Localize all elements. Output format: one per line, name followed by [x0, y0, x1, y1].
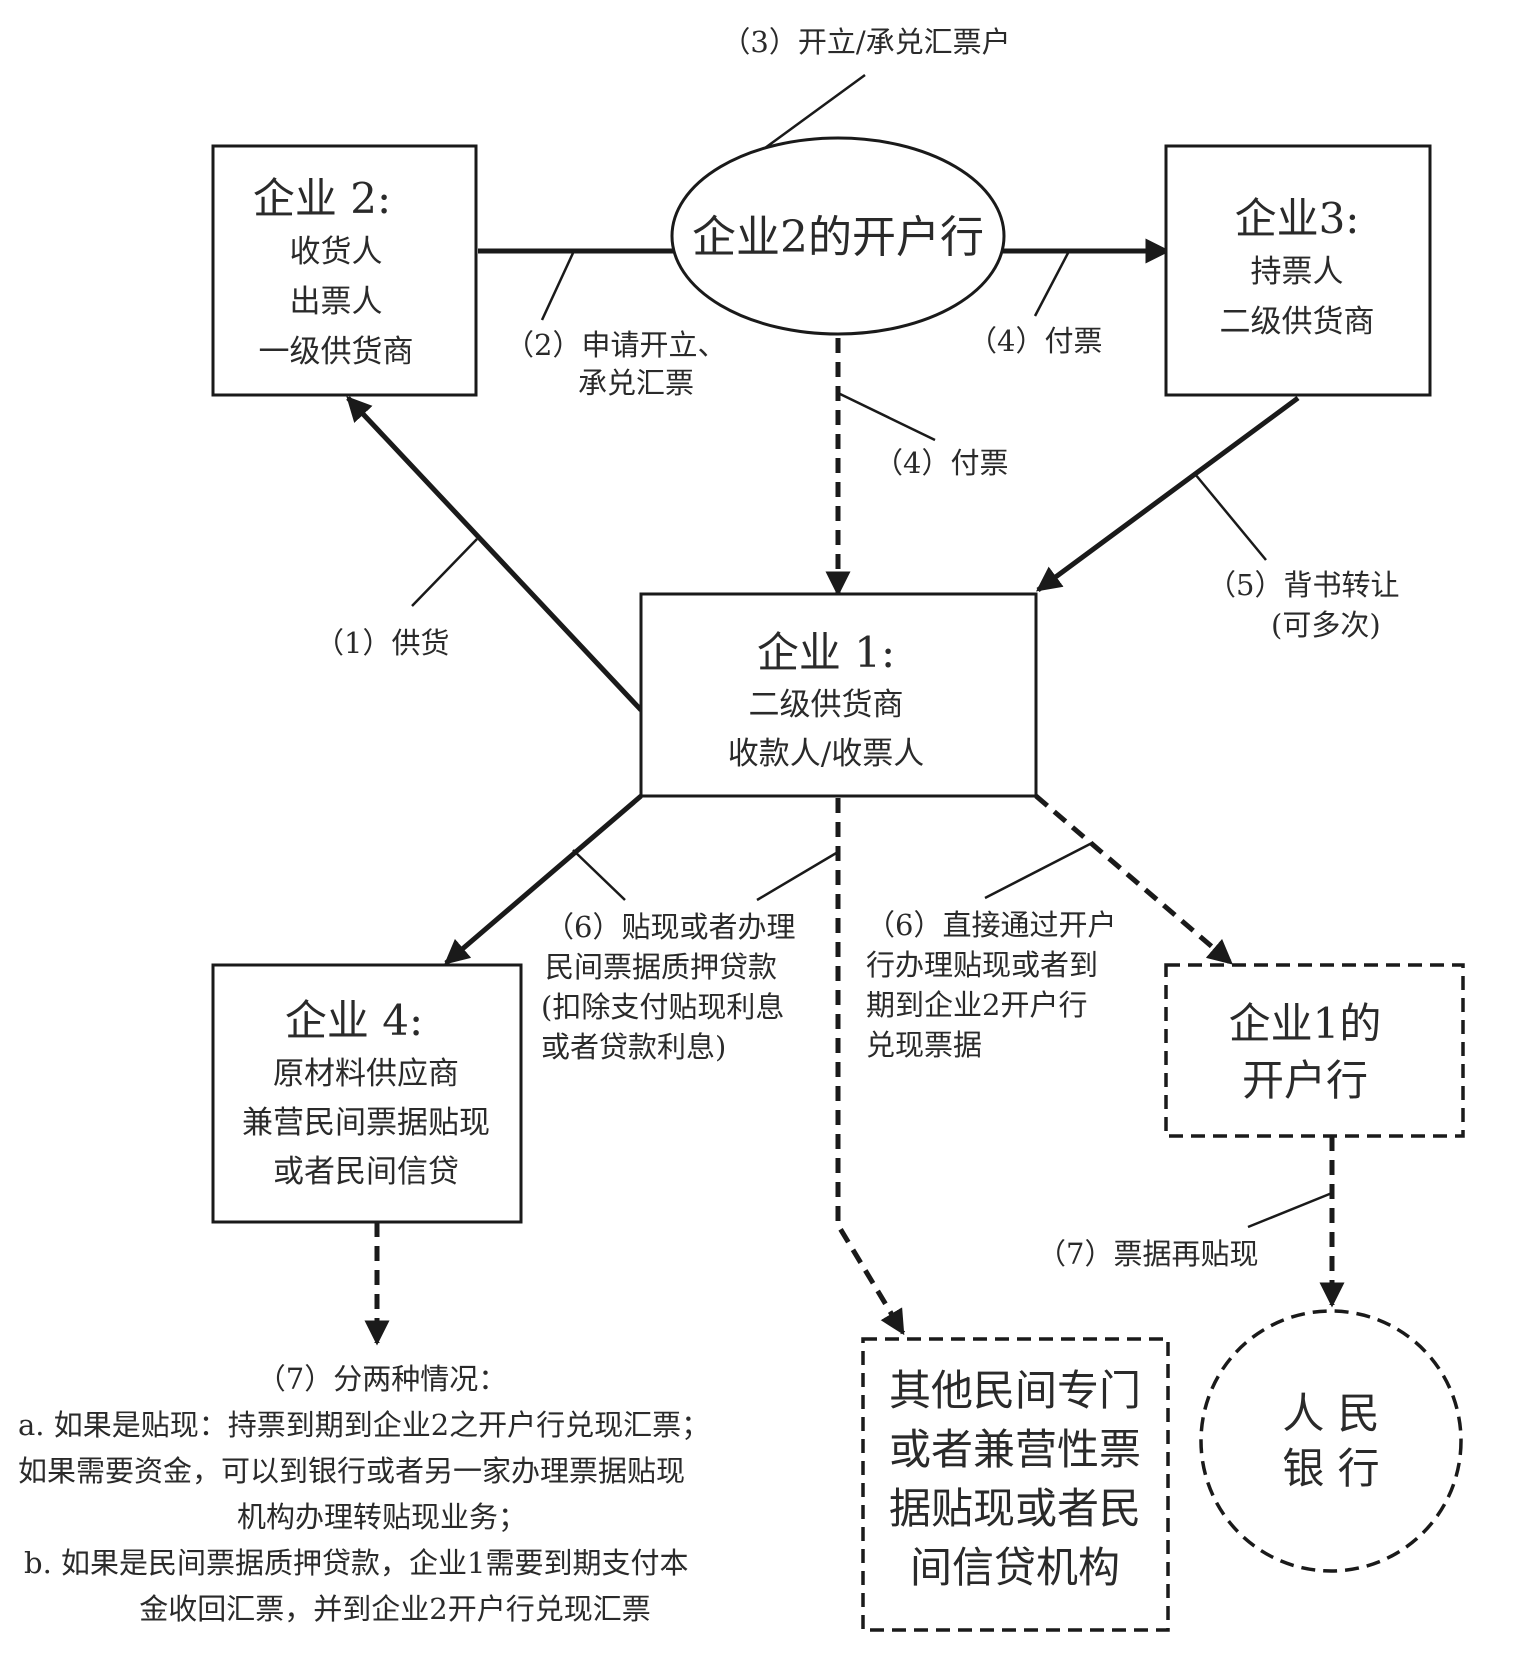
edge-label-e4a: （4）付票: [968, 324, 1102, 358]
node-enterprise3: 企业3: 持票人 二级供货商: [1164, 144, 1432, 397]
leader-e6a-right: [756, 850, 839, 902]
leader-e4b: [837, 391, 936, 442]
leader-e5: [1194, 473, 1267, 561]
node-enterprise1: 企业 1: 二级供货商 收款人/收票人: [639, 592, 1038, 798]
edge-label-e5: （5）背书转让: [1207, 568, 1399, 602]
node-bank2: 企业2的开户行: [670, 136, 1006, 336]
edge-label-e6b: 兑现票据: [866, 1028, 982, 1062]
bank1-line: 开户行: [1242, 1056, 1368, 1105]
edge-label-e5: (可多次): [1271, 608, 1381, 642]
edge-enterprise1-bank1: [1034, 794, 1233, 965]
note-line: 如果需要资金，可以到银行或者另一家办理票据贴现: [18, 1454, 685, 1488]
note-title: （7）分两种情况：: [257, 1362, 507, 1396]
bank2-label: 企业2的开户行: [692, 212, 984, 263]
node-enterprise2: 企业 2: 收货人 出票人 一级供货商: [211, 144, 478, 397]
edge-label-e3: （3）开立/承兑汇票户: [721, 25, 1010, 59]
edge-label-e7: （7）票据再贴现: [1037, 1237, 1258, 1271]
edge-label-e4b: （4）付票: [874, 446, 1008, 480]
edge-label-e2: 承兑汇票: [578, 366, 694, 400]
other-line: 其他民间专门: [889, 1366, 1141, 1415]
edge-label-e2: （2）申请开立、: [505, 328, 726, 362]
enterprise2-line: 收货人: [290, 234, 383, 270]
note-line: a. 如果是贴现：持票到期到企业2之开户行兑现汇票；: [18, 1408, 710, 1442]
leader-e1: [411, 538, 478, 607]
leader-e3: [764, 73, 866, 150]
pboc-line: 银 行: [1282, 1444, 1379, 1493]
enterprise2-line: 出票人: [290, 284, 383, 320]
bank1-line: 企业1的: [1229, 999, 1382, 1048]
enterprise3-line: 持票人: [1251, 254, 1344, 290]
edge-label-e6a: (扣除支付贴现利息: [541, 990, 784, 1024]
edge-label-e6b: 期到企业2开户行: [866, 988, 1087, 1022]
enterprise4-line: 兼营民间票据贴现: [242, 1105, 490, 1141]
edge-enterprise1-enterprise4: [444, 794, 643, 965]
edge-label-e6b: 行办理贴现或者到: [866, 948, 1098, 982]
node-other-institutions: 其他民间专门 或者兼营性票 据贴现或者民 间信贷机构: [861, 1337, 1170, 1632]
note-line: 金收回汇票，并到企业2开户行兑现汇票: [139, 1592, 650, 1626]
pboc-line: 人 民: [1282, 1389, 1379, 1438]
edge-label-e1: （1）供货: [315, 626, 449, 660]
enterprise2-title: 企业 2:: [253, 174, 391, 223]
edge-label-e6a: 民间票据质押贷款: [545, 950, 777, 984]
leader-e2: [540, 252, 575, 321]
node-enterprise4: 企业 4: 原材料供应商 兼营民间票据贴现 或者民间信贷: [211, 963, 523, 1224]
edge-enterprise1-enterprise2: [346, 396, 643, 712]
enterprise1-line: 收款人/收票人: [728, 736, 924, 772]
edge-enterprise3-enterprise1: [1035, 395, 1300, 593]
leader-e6a-left: [572, 849, 626, 901]
note-line: b. 如果是民间票据质押贷款，企业1需要到期支付本: [24, 1546, 688, 1580]
node-bank1: 企业1的 开户行: [1164, 963, 1465, 1138]
note-line: 机构办理转贴现业务；: [237, 1500, 527, 1534]
note-block: （7）分两种情况： a. 如果是贴现：持票到期到企业2之开户行兑现汇票； 如果需…: [18, 1362, 710, 1626]
enterprise1-line: 二级供货商: [749, 687, 904, 723]
leader-e7: [1247, 1191, 1333, 1229]
leader-e4a: [1033, 252, 1070, 317]
enterprise4-line: 或者民间信贷: [273, 1154, 459, 1190]
leader-e6b: [984, 841, 1093, 900]
other-line: 间信贷机构: [910, 1543, 1120, 1592]
enterprise3-title: 企业3:: [1235, 194, 1360, 243]
enterprise2-line: 一级供货商: [259, 334, 414, 370]
edge-label-e6a: 或者贷款利息): [541, 1030, 726, 1064]
node-pboc: 人 民 银 行: [1199, 1309, 1463, 1573]
enterprise4-title: 企业 4:: [285, 996, 423, 1045]
edge-label-e6b: （6）直接通过开户: [866, 908, 1116, 942]
other-line: 据贴现或者民: [889, 1484, 1141, 1533]
enterprise1-title: 企业 1:: [757, 628, 895, 677]
enterprise3-line: 二级供货商: [1220, 304, 1375, 340]
edge-label-e6a: （6）贴现或者办理: [545, 910, 795, 944]
other-line: 或者兼营性票: [889, 1425, 1141, 1474]
edge-enterprise1-other: [835, 798, 906, 1336]
enterprise4-line: 原材料供应商: [273, 1056, 459, 1092]
